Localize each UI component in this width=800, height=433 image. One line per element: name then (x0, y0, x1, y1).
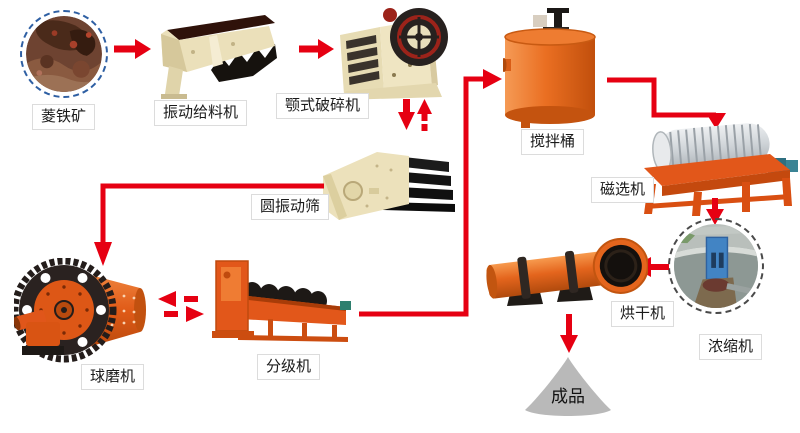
finished-product-pile: 成品 (518, 354, 618, 422)
label-dryer: 烘干机 (611, 301, 675, 327)
thickener-photo (674, 224, 758, 308)
product-pile-icon: 成品 (525, 357, 611, 416)
arrow-separator-to-thickener (706, 196, 724, 226)
label-jaw-crusher: 颚式破碎机 (276, 93, 370, 119)
vibrating-screen-icon (323, 152, 455, 220)
rotary-dryer-illustration (483, 226, 648, 312)
arrow-screen-to-ballmill (94, 178, 324, 270)
vibrating-feeder-illustration (153, 10, 278, 100)
ore-photo-ring (20, 10, 108, 98)
jaw-crusher-icon (340, 8, 448, 100)
mixing-barrel-illustration (503, 7, 598, 129)
siderite-ore-photo (26, 16, 102, 92)
arrow-classifier-to-ballmill (158, 291, 200, 307)
thickener-icon (674, 224, 758, 308)
spiral-classifier-illustration (212, 259, 352, 343)
label-ball-mill: 球磨机 (81, 364, 145, 390)
arrow-crusher-to-screen (398, 97, 415, 131)
siderite-ore-icon (26, 16, 102, 92)
arrow-feeder-to-crusher (297, 38, 335, 60)
label-ore: 菱铁矿 (32, 104, 96, 130)
spiral-classifier-icon (212, 260, 351, 342)
label-product: 成品 (551, 387, 585, 407)
arrow-dryer-to-product (560, 312, 578, 354)
rotary-dryer-icon (486, 237, 648, 306)
label-thickener: 浓缩机 (699, 334, 763, 360)
mixing-barrel-icon (503, 8, 596, 128)
label-classifier: 分级机 (257, 354, 321, 380)
arrow-screen-to-crusher (417, 99, 432, 132)
label-mixer: 搅拌桶 (521, 129, 585, 155)
thickener-photo-ring (668, 218, 764, 314)
arrow-mixer-to-separator (603, 71, 731, 133)
ball-mill-illustration (14, 258, 164, 364)
jaw-crusher-illustration (338, 3, 448, 103)
arrow-classifier-to-mixer (355, 66, 505, 320)
label-screen: 圆振动筛 (251, 194, 330, 220)
arrow-ballmill-to-classifier (162, 306, 204, 322)
label-magnetic-separator: 磁选机 (591, 177, 655, 203)
arrow-ore-to-feeder (112, 38, 152, 60)
vibrating-screen-illustration (317, 146, 457, 231)
label-feeder: 振动给料机 (154, 100, 248, 126)
vibrating-feeder-icon (161, 15, 277, 99)
ball-mill-icon (14, 258, 146, 363)
